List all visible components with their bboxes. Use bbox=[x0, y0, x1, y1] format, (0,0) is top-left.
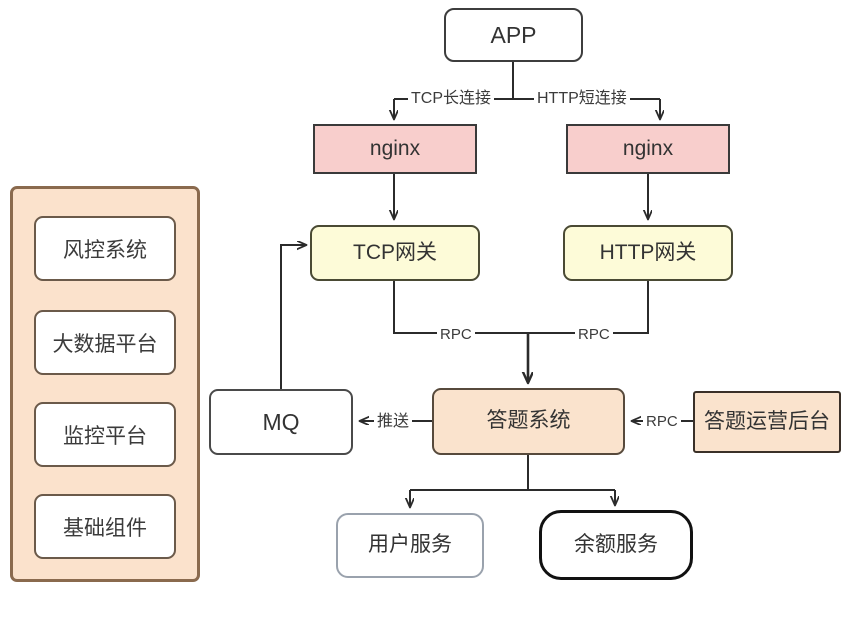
edge-label-tcp-long: TCP长连接 bbox=[408, 90, 495, 108]
node-mq-label: MQ bbox=[262, 408, 300, 435]
group-item-2-label: 监控平台 bbox=[63, 424, 147, 448]
node-app-label: APP bbox=[490, 21, 537, 48]
edge-label-rpc-right: RPC bbox=[575, 326, 613, 343]
node-app[interactable]: APP bbox=[444, 8, 583, 62]
edge-label-push: 推送 bbox=[374, 413, 413, 431]
node-back-office-label: 答题运营后台 bbox=[704, 409, 830, 433]
node-http-gateway[interactable]: HTTP网关 bbox=[563, 225, 733, 281]
node-tcp-gateway[interactable]: TCP网关 bbox=[310, 225, 480, 281]
node-nginx-right-label: nginx bbox=[622, 136, 674, 160]
group-item-0[interactable]: 风控系统 bbox=[34, 216, 176, 281]
node-nginx-right[interactable]: nginx bbox=[566, 124, 730, 174]
node-nginx-left[interactable]: nginx bbox=[313, 124, 477, 174]
node-nginx-left-label: nginx bbox=[369, 136, 421, 160]
node-back-office[interactable]: 答题运营后台 bbox=[693, 391, 841, 453]
group-item-1[interactable]: 大数据平台 bbox=[34, 310, 176, 375]
node-balance-service[interactable]: 余额服务 bbox=[539, 510, 693, 580]
group-item-3[interactable]: 基础组件 bbox=[34, 494, 176, 559]
group-item-1-label: 大数据平台 bbox=[52, 332, 158, 356]
node-balance-service-label: 余额服务 bbox=[574, 532, 658, 556]
node-http-gateway-label: HTTP网关 bbox=[599, 240, 697, 264]
node-user-service-label: 用户服务 bbox=[368, 533, 452, 557]
edge-label-rpc-left: RPC bbox=[437, 326, 475, 343]
edge-label-http-short: HTTP短连接 bbox=[534, 90, 630, 108]
group-item-3-label: 基础组件 bbox=[63, 516, 147, 540]
group-item-2[interactable]: 监控平台 bbox=[34, 402, 176, 467]
node-core-system-label: 答题系统 bbox=[486, 409, 571, 433]
node-core-system[interactable]: 答题系统 bbox=[432, 388, 625, 455]
node-mq[interactable]: MQ bbox=[209, 389, 353, 455]
node-tcp-gateway-label: TCP网关 bbox=[353, 240, 437, 264]
node-user-service[interactable]: 用户服务 bbox=[336, 513, 484, 578]
edge-label-rpc-backoffice: RPC bbox=[643, 413, 681, 430]
group-item-0-label: 风控系统 bbox=[63, 238, 147, 262]
